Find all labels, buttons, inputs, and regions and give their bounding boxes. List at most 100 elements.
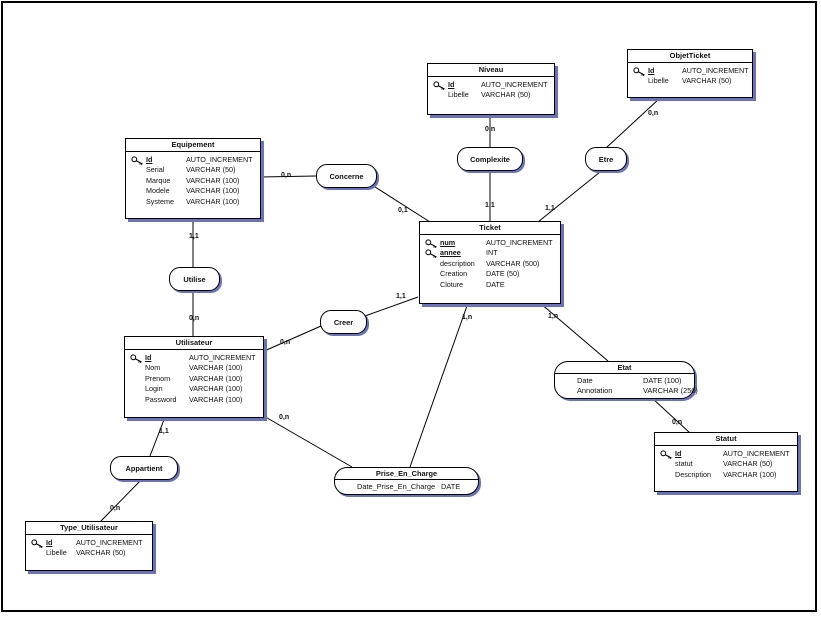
attribute-name: Password — [145, 394, 177, 404]
relation-title: Etre — [598, 154, 614, 164]
relation-utilise[interactable]: Utilise — [169, 267, 220, 291]
attribute-name: Nom — [145, 363, 161, 373]
no-key-spacer — [424, 269, 438, 279]
attribute-row: Date_Prise_En_Charge DATE — [357, 482, 474, 492]
attribute-row: Description VARCHAR (100) — [659, 470, 791, 480]
relation-title: Complexite — [470, 154, 510, 164]
attribute-type: VARCHAR (100) — [189, 394, 243, 404]
attribute-type: VARCHAR (50) — [76, 548, 126, 558]
attribute-type: AUTO_INCREMENT — [481, 80, 548, 89]
attribute-type: VARCHAR (500) — [486, 258, 540, 268]
attribute-name: Systeme — [146, 196, 174, 206]
cardinality-ticket-prise: 1,n — [462, 314, 473, 321]
key-icon — [432, 80, 446, 90]
cardinality-complexite-ticket: 1,1 — [485, 202, 495, 209]
cardinality-appartient-type: 0,n — [110, 505, 121, 512]
attribute-type: VARCHAR (50) — [682, 76, 732, 86]
link-ticket-etat — [539, 302, 609, 362]
attribute-name: Description — [675, 469, 711, 479]
attribute-name: Libelle — [448, 90, 469, 100]
cardinality-concerne-ticket: 0,1 — [398, 207, 408, 214]
relation-title: Concerne — [329, 171, 364, 181]
no-key-spacer — [130, 197, 144, 207]
cardinality-equipement-concerne: 0,n — [281, 172, 292, 179]
attribute-type: VARCHAR (50) — [723, 459, 773, 469]
attribute-name: Prenom — [145, 373, 171, 383]
relation-title: Prise_En_Charge — [335, 468, 478, 480]
attribute-type: VARCHAR (100) — [189, 363, 243, 373]
attribute-name: Serial — [146, 165, 165, 175]
attribute-type: VARCHAR (100) — [723, 469, 777, 479]
attribute-name: Id — [146, 155, 153, 164]
no-key-spacer — [424, 280, 438, 290]
key-icon — [424, 238, 438, 248]
no-key-spacer — [659, 470, 673, 480]
relation-etre[interactable]: Etre — [585, 147, 627, 171]
no-key-spacer — [129, 384, 143, 394]
attribute-type: DATE — [441, 482, 461, 491]
entity-title: Type_Utilisateur — [26, 522, 152, 535]
entity-title: Niveau — [428, 64, 554, 77]
attribute-row: Serial VARCHAR (50) — [130, 165, 254, 175]
attribute-row: Nom VARCHAR (100) — [129, 363, 257, 373]
cardinality-etre-ticket: 1,1 — [545, 205, 555, 212]
relation-prise-en-charge[interactable]: Prise_En_Charge Date_Prise_En_Charge DATE — [334, 467, 479, 495]
relation-complexite[interactable]: Complexite — [457, 147, 523, 171]
key-icon — [30, 538, 44, 548]
attribute-type: AUTO_INCREMENT — [486, 238, 553, 247]
relation-title: Creer — [333, 317, 354, 327]
attribute-name: Libelle — [648, 76, 669, 86]
attribute-type: VARCHAR (50) — [481, 90, 531, 100]
link-etre-ticket — [537, 171, 601, 223]
relation-title: Etat — [555, 362, 694, 374]
relation-creer[interactable]: Creer — [320, 310, 367, 334]
attribute-row: Password VARCHAR (100) — [129, 395, 257, 405]
attribute-name: Login — [145, 384, 163, 394]
attribute-name: Date_Prise_En_Charge — [357, 482, 436, 491]
key-icon — [659, 449, 673, 459]
no-key-spacer — [130, 176, 144, 186]
no-key-spacer — [632, 76, 646, 86]
attribute-name: annee — [440, 248, 461, 258]
relation-appartient[interactable]: Appartient — [110, 456, 178, 480]
attrs: Date_Prise_En_Charge DATE — [335, 480, 478, 494]
entity-title: Statut — [655, 433, 797, 446]
no-key-spacer — [129, 363, 143, 373]
attribute-type: VARCHAR (50) — [186, 165, 236, 175]
attribute-type: DATE (100) — [643, 376, 682, 385]
attribute-type: AUTO_INCREMENT — [682, 66, 749, 75]
no-key-spacer — [129, 395, 143, 405]
link-creer-ticket — [364, 296, 419, 317]
relation-concerne[interactable]: Concerne — [316, 164, 377, 188]
link-objetticket-etre — [605, 97, 661, 149]
attribute-type: AUTO_INCREMENT — [189, 353, 256, 362]
attribute-name: Annotation — [577, 386, 613, 396]
attribute-name: Id — [46, 538, 53, 547]
